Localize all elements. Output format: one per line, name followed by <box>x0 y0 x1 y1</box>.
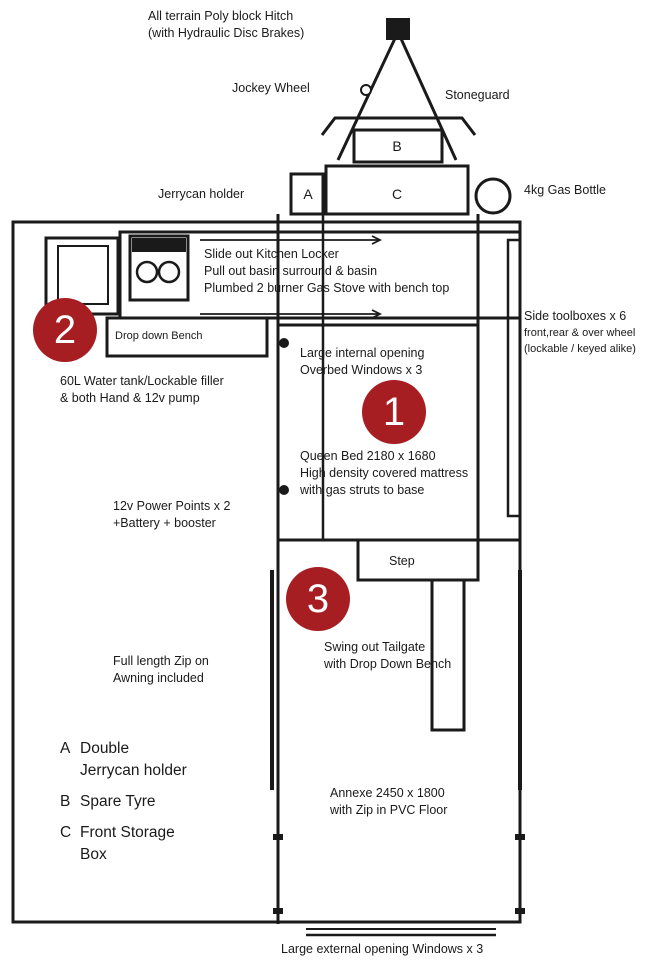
box-b-label: B <box>392 138 402 154</box>
hitch-label: All terrain Poly block Hitch(with Hydrau… <box>148 9 305 40</box>
badge-3: 3 <box>286 567 350 631</box>
jerrycan-holder-label: Jerrycan holder <box>158 187 245 201</box>
gas-bottle-label: 4kg Gas Bottle <box>524 183 606 197</box>
badge-1: 1 <box>362 380 426 444</box>
box-c-label: C <box>391 186 403 202</box>
jockey-wheel-label: Jockey Wheel <box>232 81 310 95</box>
step-label: Step <box>389 554 415 568</box>
water-tank-label: 60L Water tank/Lockable filler& both Han… <box>60 374 224 405</box>
side-toolboxes-label: Side toolboxes x 6 front,rear & over whe… <box>524 309 636 355</box>
external-windows-label: Large external opening Windows x 3 <box>281 942 484 956</box>
power-points-label: 12v Power Points x 2+Battery + booster <box>113 499 231 530</box>
badge-2: 2 <box>33 298 97 362</box>
drop-down-bench-label: Drop down Bench <box>115 330 203 342</box>
box-a-label: A <box>303 186 313 202</box>
stoneguard-label: Stoneguard <box>445 88 510 102</box>
